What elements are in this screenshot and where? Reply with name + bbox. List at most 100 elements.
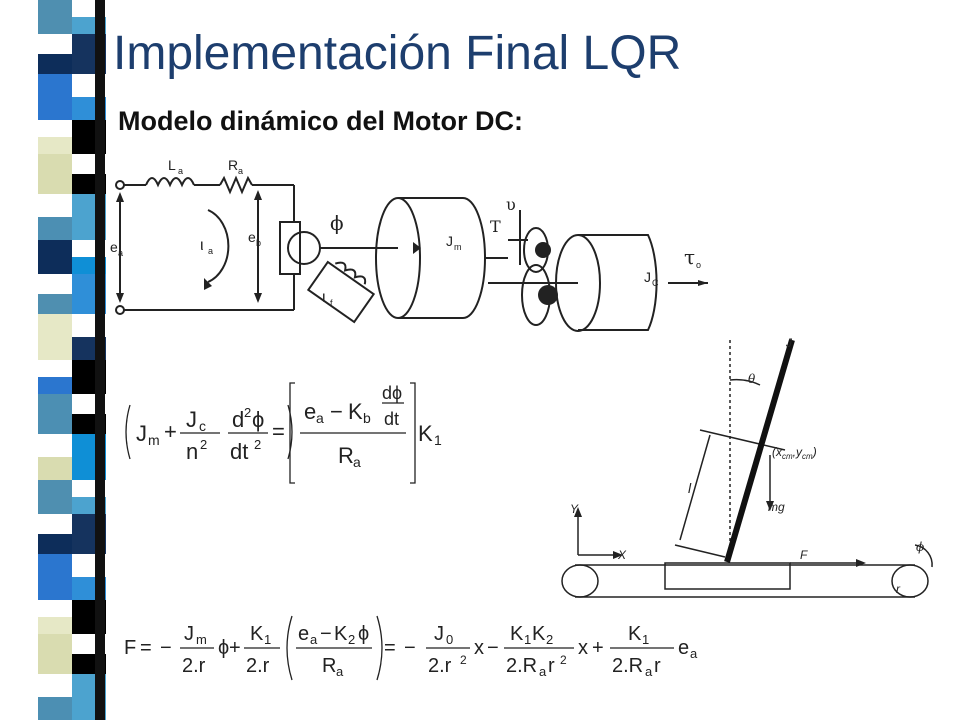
label-theta: θ [748,372,756,386]
svg-text:a: a [353,454,361,470]
svg-text:0: 0 [446,632,453,647]
svg-text:2.R: 2.R [506,655,537,677]
label-phi: ϕ [330,211,344,235]
svg-text:2: 2 [254,437,261,452]
svg-text:K: K [510,623,524,645]
stripe-block [38,0,72,34]
svg-text:K: K [532,623,546,645]
svg-text:m: m [148,432,160,448]
label-upsilon: υ [506,195,516,214]
svg-text:=: = [384,637,396,659]
svg-text:a: a [118,248,123,258]
svg-text:a: a [238,166,243,176]
svg-text:=: = [140,637,152,659]
svg-text:2: 2 [546,632,553,647]
label-tau: τ [684,245,695,269]
stripe-block [38,74,72,120]
label-ia: ι [200,237,204,254]
svg-text:f: f [330,298,333,308]
motor-gear-diagram: L a R a e a ι a e b ϕ ι f J m T υ J C τ … [110,157,708,332]
stripe-block [38,314,72,360]
svg-text:K: K [250,623,264,645]
svg-text:a: a [316,410,324,426]
svg-text:R: R [322,655,336,677]
svg-text:o: o [696,260,701,270]
svg-text:e: e [298,623,309,645]
stripe-block [38,554,72,600]
svg-text:2.R: 2.R [612,655,643,677]
svg-text:−: − [330,399,343,424]
stripe-block [38,394,72,434]
svg-text:b: b [363,410,371,426]
svg-text:−: − [487,637,499,659]
svg-text:K: K [334,623,348,645]
svg-text:+: + [164,419,177,444]
svg-text:dϕ: dϕ [382,383,402,403]
svg-text:+: + [592,637,604,659]
label-La: L [168,157,176,173]
label-cm: (xcm,ycm) [772,445,817,461]
svg-text:2.r: 2.r [246,655,270,677]
svg-text:n: n [186,439,198,464]
eq1-Jc: J [186,407,197,432]
svg-text:e: e [678,637,689,659]
label-Ra: R [228,157,238,173]
svg-text:r: r [548,655,555,677]
svg-text:ϕ: ϕ [252,407,264,432]
slide-title: Implementación Final LQR [113,27,682,80]
svg-text:1: 1 [524,632,531,647]
svg-text:+: + [229,637,241,659]
eq1-Jm: J [136,421,147,446]
svg-text:x: x [474,637,484,659]
label-T: T [490,217,501,236]
svg-text:1: 1 [434,432,442,448]
svg-text:a: a [645,664,653,679]
label-eb: e [248,229,256,245]
label-Jc: J [644,269,651,285]
svg-text:b: b [256,238,261,248]
svg-text:a: a [178,166,183,176]
eq1-K1: K [418,421,433,446]
svg-text:a: a [336,664,344,679]
svg-text:ϕ: ϕ [358,623,369,645]
svg-text:a: a [310,632,318,647]
svg-text:dt: dt [384,409,399,429]
motor-equation: J m + J c n 2 d 2 ϕ dt 2 = e a − K b dϕ … [125,382,442,484]
label-Jm: J [446,233,453,249]
svg-text:m: m [196,632,207,647]
svg-text:J: J [434,623,444,645]
pendulum-cart-diagram: J θ (xcm,ycm) l mg Y X F ϕ r [561,336,933,598]
svg-text:2.r: 2.r [428,655,452,677]
label-mg: mg [768,500,785,514]
svg-text:=: = [272,419,285,444]
stripe-block [38,697,72,720]
svg-text:2: 2 [200,437,207,452]
label-l: l [688,480,692,496]
svg-text:−: − [160,637,172,659]
force-equation: F = − J m 2.r ϕ + K 1 2.r e a − K 2 ϕ R … [124,615,698,681]
svg-text:a: a [208,246,213,256]
svg-text:2: 2 [348,632,355,647]
svg-text:2: 2 [460,653,467,667]
slide-subtitle: Modelo dinámico del Motor DC: [118,106,523,136]
svg-text:2.r: 2.r [182,655,206,677]
svg-text:m: m [454,242,462,252]
svg-text:r: r [654,655,661,677]
eq1-ea: e [304,399,316,424]
stripe-block [38,154,72,194]
label-Y: Y [570,502,579,516]
svg-text:1: 1 [264,632,271,647]
eq1-Ra: R [338,443,354,468]
stripe-block [38,480,72,514]
svg-text:K: K [628,623,642,645]
label-r: r [896,582,901,596]
decorative-stripe [0,0,110,720]
label-phi-wheel: ϕ [916,540,924,554]
svg-text:ϕ: ϕ [218,637,229,659]
svg-text:J: J [184,623,194,645]
eq2-F: F [124,637,136,659]
svg-text:−: − [404,637,416,659]
svg-text:c: c [199,418,206,434]
label-J: J [785,336,793,350]
svg-text:2: 2 [560,653,567,667]
